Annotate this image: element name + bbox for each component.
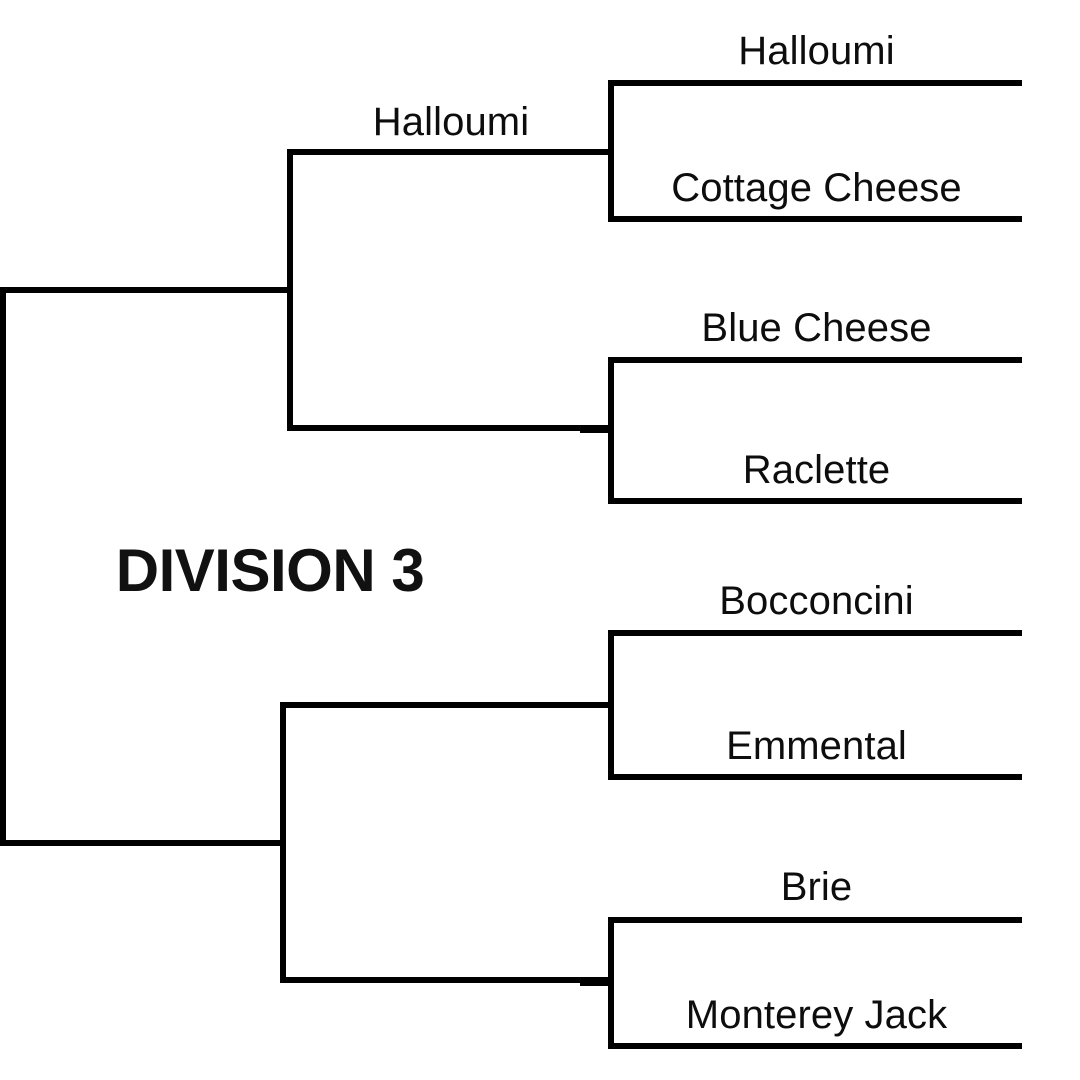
- semifinal-2-connector: [250, 702, 612, 983]
- final-connector: [0, 287, 291, 846]
- slot-r1-m2-top[interactable]: Blue Cheese: [701, 306, 932, 350]
- slot-r1-m2-bottom[interactable]: Raclette: [742, 448, 891, 492]
- slot-r1-m4-bottom[interactable]: Monterey Jack: [685, 993, 948, 1037]
- slot-r1-m4-top[interactable]: Brie: [780, 865, 853, 909]
- slot-r1-m3-top[interactable]: Bocconcini: [719, 579, 914, 623]
- slot-semifinal-1-winner[interactable]: Halloumi: [372, 100, 530, 144]
- slot-r1-m1-bottom[interactable]: Cottage Cheese: [671, 166, 962, 210]
- semifinal-1-connector: [250, 149, 612, 431]
- slot-r1-m3-bottom[interactable]: Emmental: [726, 724, 907, 768]
- final-match-connector: [0, 287, 291, 846]
- division-title: DIVISION 3: [115, 537, 425, 604]
- slot-r1-m1-top[interactable]: Halloumi: [738, 29, 895, 73]
